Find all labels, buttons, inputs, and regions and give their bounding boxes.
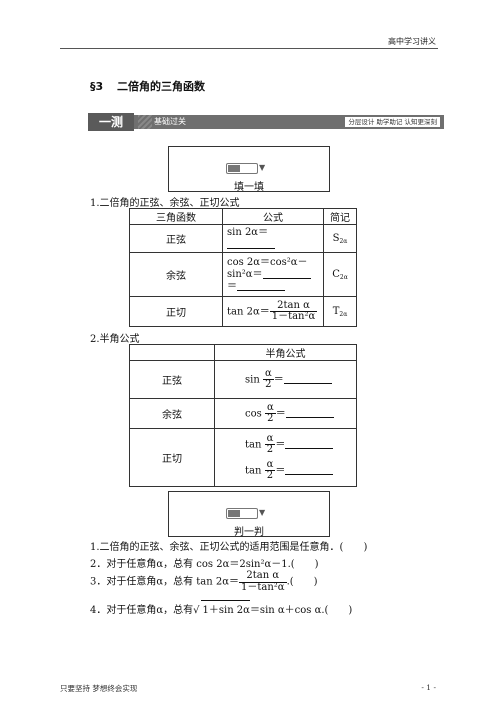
- sqrt-icon: √: [193, 605, 200, 616]
- table-header: 公式: [222, 208, 324, 225]
- section-number: §3: [90, 80, 104, 93]
- toggle-pill-icon: ▼: [226, 508, 265, 519]
- part1-heading: 1.二倍角的正弦、余弦、正切公式: [90, 198, 240, 209]
- judge-item-1: 1.二倍角的正弦、余弦、正切公式的适用范围是任意角．( ): [90, 542, 368, 553]
- table-cell: 正弦: [129, 360, 215, 399]
- double-angle-table: 三角函数 公式 简记 正弦 sin 2α＝ S2α 余弦 cos 2α＝cos²…: [129, 208, 357, 327]
- judge-item-4: 4．对于任意角α，总有√1＋sin 2α＝sin α＋cos α.( ): [90, 600, 352, 616]
- table-header: 三角函数: [129, 208, 223, 225]
- section-title: §3 二倍角的三角函数: [90, 78, 205, 94]
- section-title-text: 二倍角的三角函数: [117, 80, 205, 93]
- answer-blank: [285, 440, 334, 449]
- judge-box: ▼ 判一判: [168, 491, 330, 538]
- header-divider: [60, 48, 438, 49]
- banner-tag: 一测: [88, 113, 134, 131]
- answer-blank: [283, 375, 332, 384]
- table-cell: 正弦: [129, 224, 223, 253]
- table-header-empty: [129, 344, 215, 361]
- fill-in-box: ▼ 填一填: [168, 146, 330, 193]
- formula-sin-double: sin 2α＝: [222, 224, 324, 253]
- answer-blank: [285, 466, 334, 475]
- table-header: 简记: [323, 208, 357, 225]
- part2-heading: 2.半角公式: [90, 334, 140, 345]
- table-cell: 正切: [129, 428, 215, 487]
- judge-item-2: 2．对于任意角α，总有 cos 2α＝2sin²α－1.( ): [90, 559, 319, 570]
- banner-right-text: 分层设计 助学助记 认知更深刻: [345, 117, 440, 127]
- fill-in-label: 填一填: [234, 182, 264, 193]
- toggle-pill-icon: ▼: [226, 163, 265, 174]
- footer-motto: 只要坚持 梦想终会实现: [60, 684, 138, 693]
- formula-cos-double: cos 2α＝cos²α－ sin²α＝ ＝: [222, 252, 324, 297]
- abbr-cell: T2α: [323, 296, 357, 327]
- page-number: - 1 -: [421, 683, 436, 692]
- table-cell: 余弦: [129, 398, 215, 429]
- table-cell: 余弦: [129, 252, 223, 297]
- abbr-cell: C2α: [323, 252, 357, 297]
- table-cell: 正切: [129, 296, 223, 327]
- abbr-cell: S2α: [323, 224, 357, 253]
- answer-blank: [227, 240, 275, 249]
- answer-blank: [285, 409, 334, 418]
- answer-blank: [237, 282, 285, 291]
- answer-blank: [262, 270, 311, 279]
- judge-label: 判一判: [234, 527, 264, 538]
- banner-subtitle: 基础过关: [154, 117, 186, 126]
- table-header: 半角公式: [214, 344, 357, 361]
- page-header: 高中学习讲义: [388, 37, 436, 46]
- banner-hatch: [138, 115, 152, 129]
- section-banner: 一测 基础过关 分层设计 助学助记 认知更深刻: [88, 113, 444, 131]
